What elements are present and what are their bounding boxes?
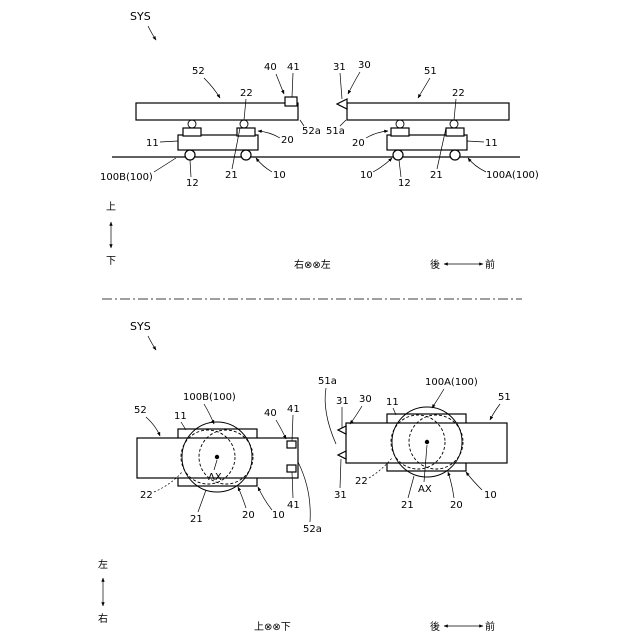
left-roller-b [240,120,248,128]
label-21-plan-right: 21 [401,500,414,511]
label-31-plan-bottom: 31 [334,490,347,501]
label-52: 52 [192,66,205,77]
label-22-plan-right: 22 [355,476,368,487]
label-100B-top: 100B(100) [100,172,153,183]
label-11-left: 11 [146,138,159,149]
right-wheel-b [450,150,460,160]
right-carriage-11 [387,135,467,150]
label-41-plan-bottom: 41 [287,500,300,511]
label-51: 51 [424,66,437,77]
label-21-left: 21 [225,170,238,181]
left-wheel-b [241,150,251,160]
view-bottom: 上⊗⊗下 [254,621,291,633]
left-wheel-a [185,150,195,160]
label-52a: 52a [302,126,321,137]
label-11-right: 11 [485,138,498,149]
label-20-plan-right: 20 [450,500,463,511]
plan-view: SYS 52 100B(100) 11 40 41 41 [98,320,511,633]
dir-rear-bottom: 後 [430,620,440,633]
sys-pointer [148,26,156,40]
label-11-plan-left: 11 [174,411,187,422]
plan-left-axis-dot [215,455,219,459]
label-40: 40 [264,62,277,73]
label-52a-plan: 52a [303,524,322,535]
label-ax-right: AX [418,484,432,495]
label-22-plan-left: 22 [140,490,153,501]
right-joint-a [391,128,409,136]
label-31-plan-top: 31 [336,396,349,407]
plan-protrusion-31b [338,451,346,459]
plan-right-axis-dot [425,440,429,444]
view-top: 右⊗⊗左 [294,258,331,271]
dir-front-bottom: 前 [485,620,495,633]
dir-up: 上 [106,201,116,213]
label-41-plan-top: 41 [287,404,300,415]
side-view: SYS 52 40 41 22 52a 20 [100,10,539,271]
label-51-plan: 51 [498,392,511,403]
label-21-plan-left: 21 [190,514,203,525]
left-roller-a [188,120,196,128]
label-100A-plan: 100A(100) [425,377,478,388]
label-52-plan: 52 [134,405,147,416]
label-51a-plan: 51a [318,376,337,387]
right-body-51 [347,103,509,120]
label-21-right: 21 [430,170,443,181]
label-31-top: 31 [333,62,346,73]
right-roller-b [450,120,458,128]
sys-label: SYS [130,10,151,23]
label-51a-top: 51a [326,126,345,137]
label-10-plan-right: 10 [484,490,497,501]
dir-right: 右 [98,612,108,625]
label-10-right: 10 [360,170,373,181]
left-body-52 [136,103,298,120]
protrusion-31 [337,99,347,109]
plan-connector-41b [287,465,296,472]
label-ax-left: AX [208,472,222,483]
label-100A-top: 100A(100) [486,170,539,181]
label-22-right: 22 [452,88,465,99]
right-joint-b [446,128,464,136]
label-10-left: 10 [273,170,286,181]
dir-down: 下 [106,256,116,267]
left-joint-a [183,128,201,136]
left-carriage-11 [178,135,258,150]
label-30-top: 30 [358,60,371,71]
label-20-plan-left: 20 [242,510,255,521]
label-20-right: 20 [352,138,365,149]
label-20-left: 20 [281,135,294,146]
plan-connector-41a [287,441,296,448]
label-10-plan-left: 10 [272,510,285,521]
label-100B-plan: 100B(100) [183,392,236,403]
label-12-right: 12 [398,178,411,189]
right-wheel-a [393,150,403,160]
right-roller-a [396,120,404,128]
sys-label-bottom: SYS [130,320,151,333]
label-11-plan-right: 11 [386,397,399,408]
dir-rear-top: 後 [430,258,440,271]
connector-41 [285,97,297,106]
dir-left: 左 [98,558,108,571]
dir-front-top: 前 [485,258,495,271]
label-12-left: 12 [186,178,199,189]
label-22-left: 22 [240,88,253,99]
label-30-plan: 30 [359,394,372,405]
label-41: 41 [287,62,300,73]
label-40-plan: 40 [264,408,277,419]
